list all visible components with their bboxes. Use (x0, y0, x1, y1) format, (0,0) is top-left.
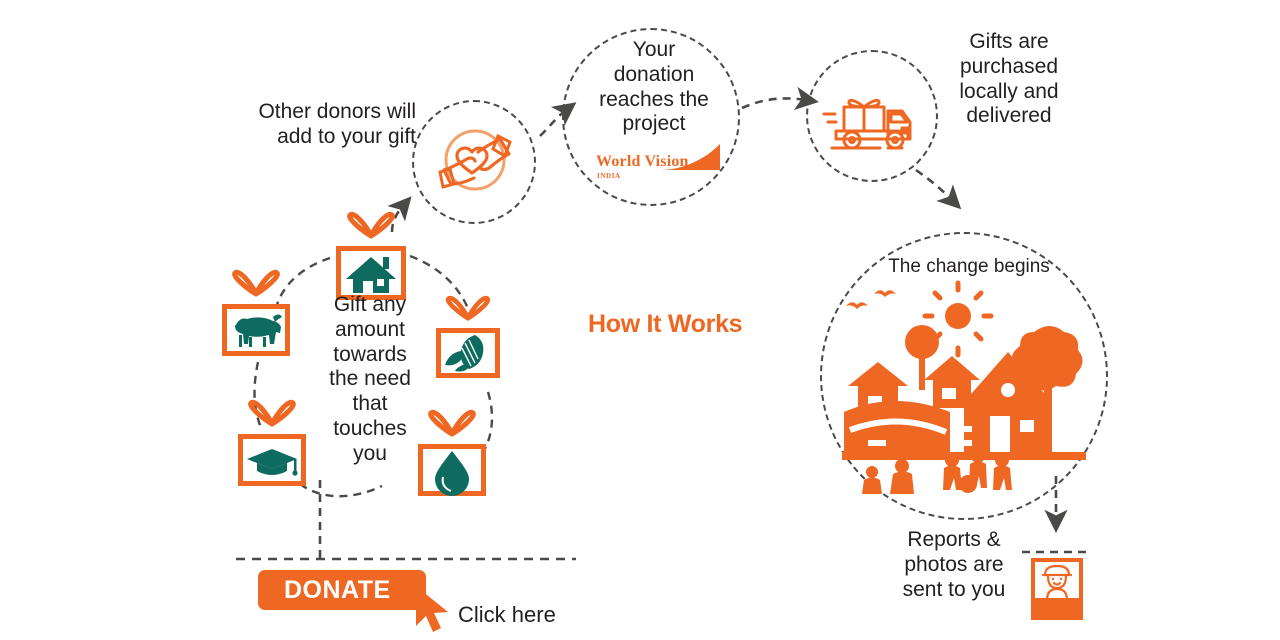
cow-icon (235, 314, 282, 347)
gift-arc-house-corn (409, 254, 472, 315)
water-drop-icon (435, 451, 469, 496)
gift-box-education[interactable] (238, 399, 306, 486)
gift-arc-cow-education (253, 361, 264, 431)
gift-arc-corn-water (475, 391, 494, 463)
circle-other-donors (412, 100, 536, 224)
circle-change-begins (820, 232, 1108, 520)
step-label-gift-any-amount: Gift any amount towards the need that to… (329, 293, 411, 465)
delivery-truck-gift-icon (822, 98, 912, 150)
photo-strip (1035, 598, 1079, 616)
step-label-gifts-purchased: Gifts are purchased locally and delivere… (959, 30, 1059, 128)
mouse-cursor-icon (416, 586, 448, 632)
graduation-cap-icon (247, 449, 298, 476)
arrow-donation-to-truck (741, 86, 819, 110)
bow-icon (347, 211, 395, 239)
page-title: How It Works (588, 310, 743, 338)
bow-icon (232, 269, 280, 297)
world-vision-country: INDIA (597, 172, 621, 180)
circle-your-donation (562, 28, 740, 206)
corn-icon (445, 335, 484, 372)
village-scene-icon (842, 280, 1086, 494)
gift-arc-education-water (299, 483, 383, 498)
gift-box-house[interactable] (336, 211, 406, 300)
arrow-gifts-to-hands (387, 196, 412, 233)
gift-arc-house-cow (274, 256, 331, 309)
click-here-label: Click here (458, 602, 556, 627)
donate-button[interactable]: DONATE (258, 570, 426, 610)
bow-icon (428, 409, 476, 437)
gift-box-corn[interactable] (436, 295, 500, 378)
circle-gifts-purchased (806, 50, 938, 182)
gift-box-water[interactable] (418, 409, 486, 496)
world-vision-logo: World Vision INDIA (596, 144, 720, 188)
bow-icon (248, 399, 296, 427)
house-icon (346, 257, 396, 293)
step-label-other-donors: Other donors will add to your gift (258, 100, 416, 148)
arrow-truck-to-change (915, 168, 962, 210)
step-label-reports: Reports & photos are sent to you (902, 528, 1006, 601)
child-photo-icon (1031, 558, 1083, 620)
bow-icon (445, 295, 491, 321)
hands-giving-heart-icon (438, 129, 512, 191)
step-label-change-begins: The change begins (888, 256, 1050, 277)
world-vision-wordmark: World Vision (596, 153, 689, 170)
world-vision-flag-icon (660, 144, 720, 170)
child-face-icon (1041, 564, 1073, 602)
step-label-your-donation: Your donation reaches the project (599, 38, 709, 136)
gift-box-cow[interactable] (222, 269, 290, 356)
